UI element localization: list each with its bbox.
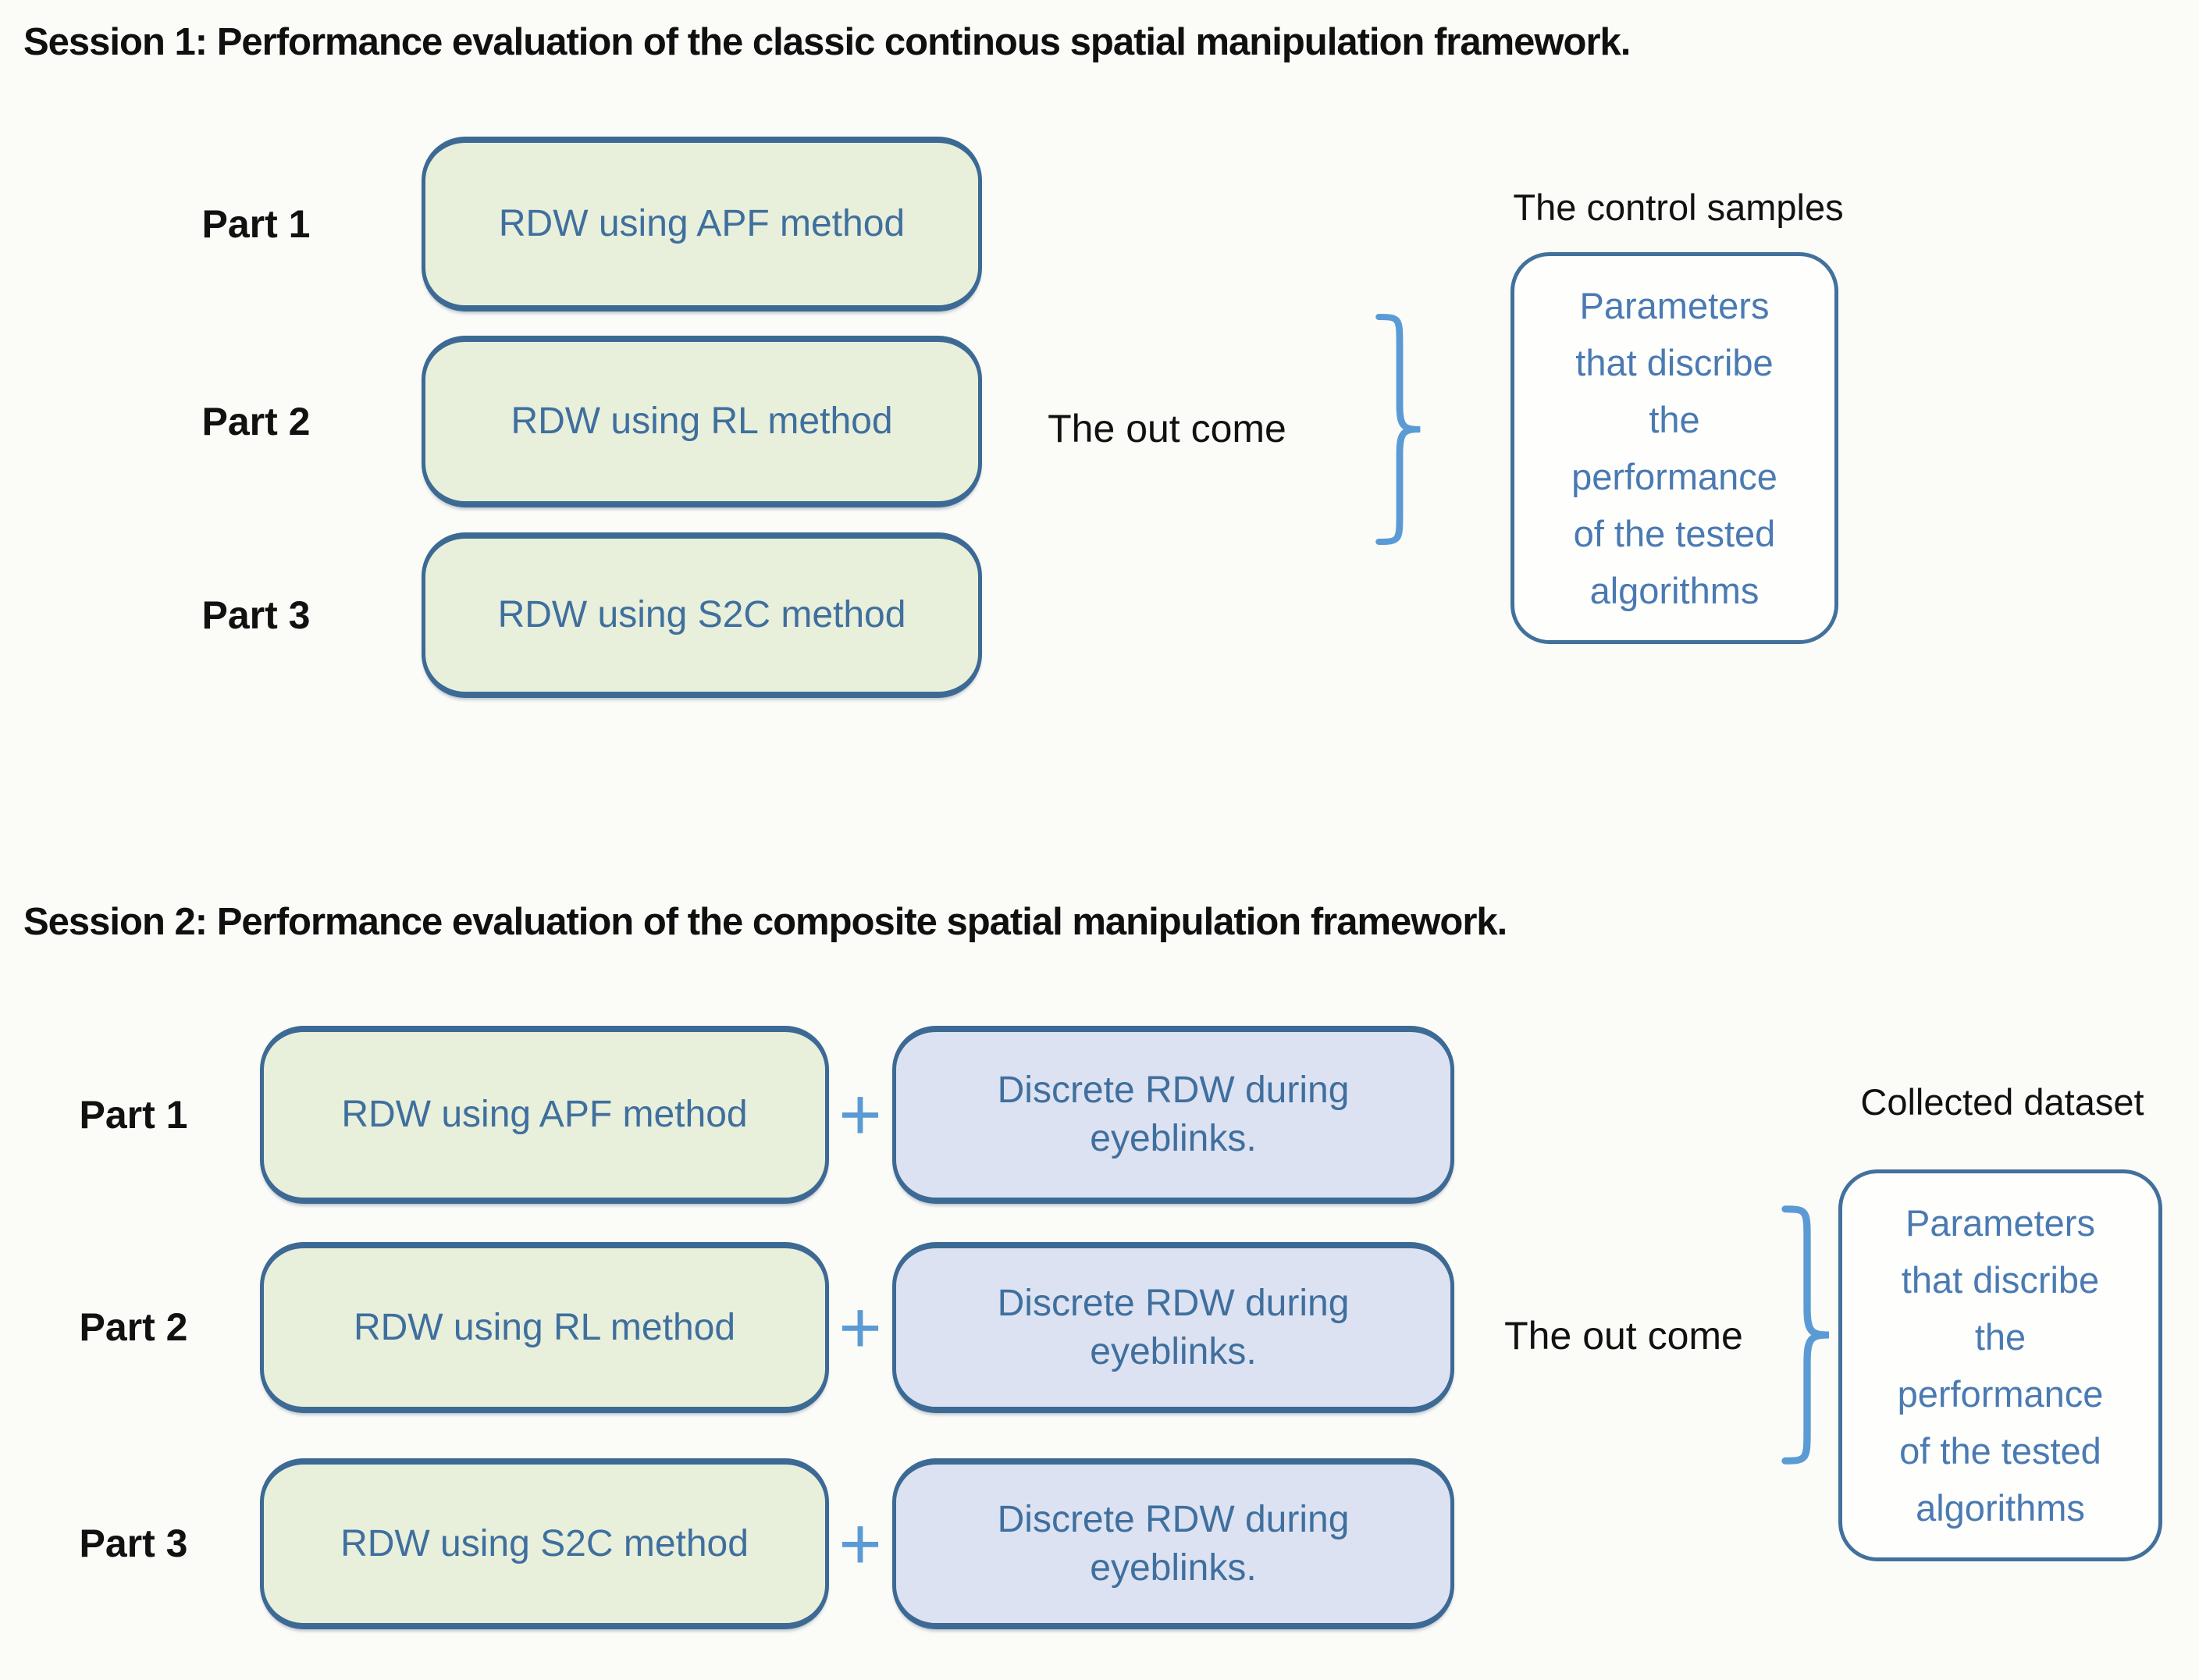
session1-result-line-2: that discribe: [1575, 342, 1774, 383]
session1-brace-icon: [1375, 314, 1421, 545]
session1-method-box-1: RDW using APF method: [422, 137, 982, 311]
session2-result-line-6: algorithms: [1916, 1487, 2085, 1529]
discrete-line1: Discrete RDW during: [997, 1498, 1350, 1540]
session1-result-heading: The control samples: [1513, 187, 1844, 228]
session2-method-box-2-label: RDW using RL method: [353, 1306, 736, 1348]
session1-method-box-3: RDW using S2C method: [422, 532, 982, 698]
session2-discrete-box-1-label: Discrete RDW during eyeblinks.: [998, 1066, 1350, 1163]
session2-result-line-1: Parameters: [1905, 1202, 2095, 1244]
session2-part2-label: Part 2: [79, 1305, 188, 1349]
session1-method-box-2: RDW using RL method: [422, 336, 982, 507]
session2-result-line-2: that discribe: [1901, 1259, 2100, 1301]
session1-part2-label: Part 2: [201, 400, 311, 443]
session1-method-box-3-label: RDW using S2C method: [497, 594, 906, 635]
session2-discrete-box-2-label: Discrete RDW during eyeblinks.: [998, 1280, 1350, 1376]
session2-method-box-1: RDW using APF method: [260, 1026, 829, 1204]
session1-method-box-2-label: RDW using RL method: [511, 400, 893, 442]
plus-icon: +: [838, 1073, 882, 1156]
session2-result-line-4: performance: [1897, 1373, 2104, 1415]
session1-result-line-6: algorithms: [1589, 570, 1760, 611]
session2-method-box-3: RDW using S2C method: [260, 1458, 829, 1629]
session2-brace-icon: [1781, 1205, 1830, 1465]
discrete-line2: eyeblinks.: [1090, 1118, 1257, 1159]
session2-part3-label: Part 3: [79, 1522, 188, 1565]
session1-result-line-1: Parameters: [1579, 285, 1770, 326]
session2-result-heading: Collected dataset: [1860, 1081, 2144, 1123]
session1-result-line-3: the: [1649, 399, 1700, 440]
session1-result-line-4: performance: [1571, 456, 1777, 497]
session2-outcome-label: The out come: [1504, 1314, 1743, 1358]
session1-part1-label: Part 1: [201, 202, 311, 246]
session2-title: Session 2: Performance evaluation of the…: [23, 901, 1507, 943]
discrete-line2: eyeblinks.: [1090, 1330, 1257, 1372]
session1-part3-label: Part 3: [201, 593, 311, 637]
plus-icon: +: [838, 1287, 882, 1369]
session2-result-box: Parameters that discribe the performance…: [1838, 1169, 2162, 1561]
session1-method-box-1-label: RDW using APF method: [498, 203, 906, 244]
session2-discrete-box-2: Discrete RDW during eyeblinks.: [892, 1242, 1454, 1413]
session2-method-box-3-label: RDW using S2C method: [340, 1522, 749, 1564]
plus-icon: +: [838, 1503, 882, 1586]
session2-result-line-3: the: [1974, 1316, 2026, 1358]
session2-part1-label: Part 1: [79, 1093, 188, 1137]
session2-method-box-1-label: RDW using APF method: [341, 1094, 748, 1135]
session1-result-box: Parameters that discribe the performance…: [1510, 252, 1838, 644]
session2-discrete-box-3-label: Discrete RDW during eyeblinks.: [998, 1496, 1350, 1593]
session2-discrete-box-1: Discrete RDW during eyeblinks.: [892, 1026, 1454, 1204]
session1-result-line-5: of the tested: [1573, 513, 1776, 554]
session2-discrete-box-3: Discrete RDW during eyeblinks.: [892, 1458, 1454, 1629]
discrete-line1: Discrete RDW during: [997, 1070, 1350, 1111]
session1-title: Session 1: Performance evaluation of the…: [23, 21, 1631, 63]
discrete-line1: Discrete RDW during: [997, 1282, 1350, 1324]
discrete-line2: eyeblinks.: [1090, 1547, 1257, 1589]
session2-result-line-5: of the tested: [1899, 1430, 2101, 1472]
session2-method-box-2: RDW using RL method: [260, 1242, 829, 1413]
session1-outcome-label: The out come: [1048, 407, 1286, 450]
